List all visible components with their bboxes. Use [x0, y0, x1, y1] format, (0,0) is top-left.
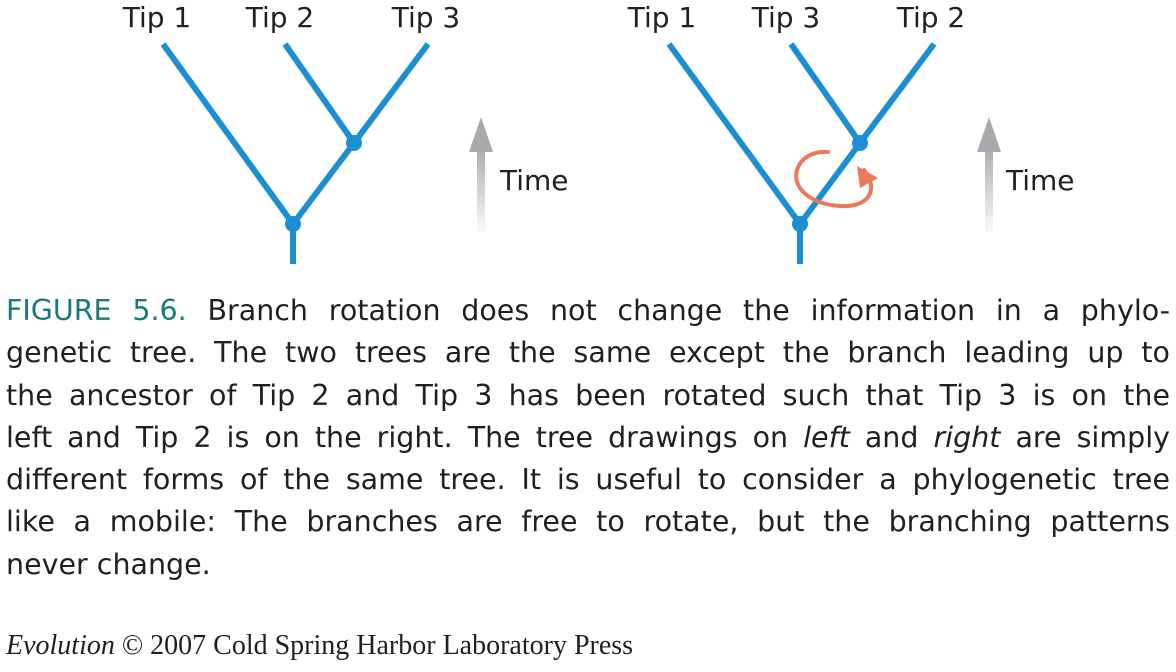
caption-line-3: the ancestor of Tip 2 and Tip 3 has been… — [6, 378, 1170, 412]
right-time-arrow-head — [977, 117, 1001, 152]
right-root-node — [792, 216, 808, 232]
caption-line-2: genetic tree. The two trees are the same… — [6, 336, 1170, 370]
caption-left-word: left — [803, 420, 850, 454]
right-tip-label-3: Tip 2 — [896, 1, 966, 34]
right-branch-tip2 — [857, 42, 937, 145]
caption-line-4-c: are simply — [1000, 420, 1170, 454]
right-time-indicator: Time — [977, 117, 1075, 232]
left-branch-tip2 — [282, 42, 357, 145]
left-inner-node — [346, 135, 362, 151]
caption-line-4: left and Tip 2 is on the right. The tree… — [6, 417, 1170, 459]
right-time-arrow-shaft — [985, 146, 993, 232]
credit-line: Evolution © 2007 Cold Spring Harbor Labo… — [6, 630, 633, 662]
right-tree: Tip 1 Tip 3 Tip 2 — [627, 1, 966, 264]
left-branch-tip3 — [351, 42, 431, 145]
left-time-arrow-head — [469, 117, 493, 152]
caption-line-5: different forms of the same tree. It is … — [6, 463, 1170, 497]
phylogenetic-trees-figure: Tip 1 Tip 2 Tip 3 Time Tip 1 Tip 3 Tip 2 — [122, 1, 1075, 264]
caption-line-4-a: left and Tip 2 is on the right. The tree… — [6, 420, 804, 454]
left-root-node — [285, 216, 301, 232]
caption-right-word: right — [933, 420, 1001, 454]
left-branch-root-to-node — [290, 141, 357, 226]
figure-label: FIGURE 5.6. — [6, 294, 187, 327]
right-time-label: Time — [1005, 164, 1075, 197]
left-tip-label-1: Tip 1 — [122, 1, 192, 34]
right-tip-label-2: Tip 3 — [751, 1, 821, 34]
right-branch-tip1 — [666, 42, 803, 226]
credit-rest: © 2007 Cold Spring Harbor Laboratory Pre… — [114, 630, 634, 661]
left-time-indicator: Time — [469, 117, 569, 232]
left-time-arrow-shaft — [477, 146, 485, 232]
caption-line-1: FIGURE 5.6. Branch rotation does not cha… — [6, 290, 1170, 332]
right-tip-label-1: Tip 1 — [627, 1, 697, 34]
rotation-arrow-icon — [794, 149, 878, 209]
caption-line-1-text: Branch rotation does not change the info… — [186, 294, 1170, 327]
left-time-label: Time — [499, 164, 569, 197]
left-tree: Tip 1 Tip 2 Tip 3 — [122, 1, 461, 264]
left-tip-label-3: Tip 3 — [391, 1, 461, 34]
right-inner-node — [852, 135, 868, 151]
left-branch-tip1 — [160, 42, 296, 226]
right-branch-root-to-node — [797, 141, 863, 226]
caption-line-6: like a mobile: The branches are free to … — [6, 505, 1170, 539]
caption-line-4-b: and — [849, 420, 934, 454]
figure-caption: FIGURE 5.6. Branch rotation does not cha… — [6, 290, 1170, 586]
credit-title: Evolution — [6, 630, 115, 661]
right-branch-tip3 — [788, 42, 863, 145]
caption-line-7: never change. — [6, 547, 211, 581]
left-tip-label-2: Tip 2 — [245, 1, 315, 34]
